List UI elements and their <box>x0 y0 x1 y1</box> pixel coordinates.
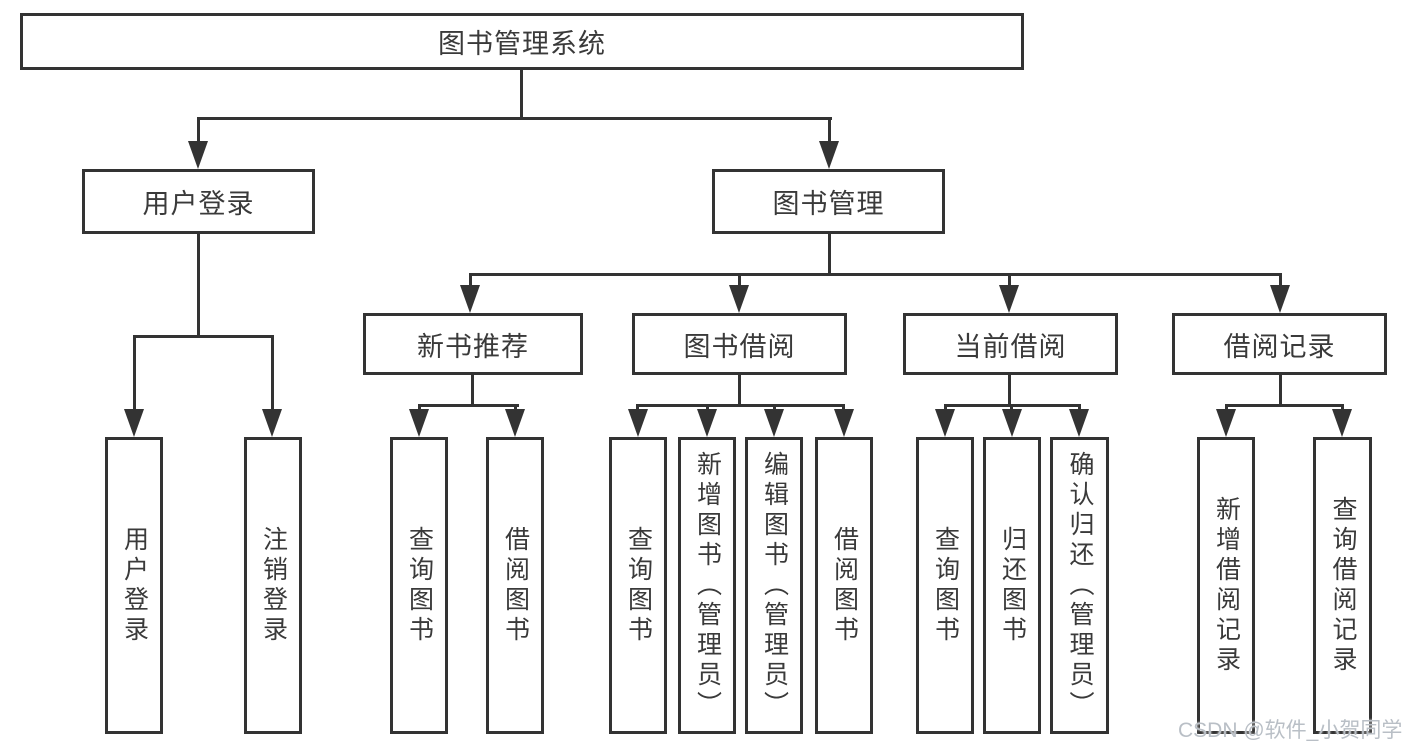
leaf-logout: 注销登录 <box>244 437 302 734</box>
connector-book-mgmt-branch <box>469 273 1282 276</box>
node-user-login: 用户登录 <box>82 169 315 234</box>
arrowhead-bb-edit <box>764 409 784 437</box>
arrowhead-br-query <box>1332 409 1352 437</box>
leaf-nbr-query-books-label: 查询图书 <box>405 525 434 646</box>
arrowhead-bb-borrow <box>834 409 854 437</box>
connector-drop-cb-query <box>944 404 947 413</box>
connector-drop-new-book-rec <box>469 273 472 288</box>
leaf-cb-confirm-return-label: 确认归还（管理员） <box>1066 450 1094 721</box>
connector-new-book-rec-branch <box>418 404 519 407</box>
leaf-cb-query-books-label: 查询图书 <box>931 525 960 646</box>
arrowhead-logout-leaf <box>262 409 282 437</box>
node-book-mgmt-label: 图书管理 <box>772 189 885 219</box>
connector-drop-borrow-records <box>1279 273 1282 288</box>
arrowhead-cb-return <box>1002 409 1022 437</box>
arrowhead-new-book-rec <box>460 285 480 313</box>
leaf-logout-label: 注销登录 <box>259 525 288 646</box>
leaf-bb-query-books-label: 查询图书 <box>624 525 653 646</box>
connector-book-borrow-stem <box>738 375 741 406</box>
connector-drop-nbr-borrow <box>514 404 517 413</box>
connector-book-mgmt-stem <box>828 233 831 275</box>
connector-drop-book-mgmt <box>828 117 831 144</box>
node-user-login-label: 用户登录 <box>142 189 255 219</box>
connector-drop-login-leaf <box>133 335 136 411</box>
node-root-system-label: 图书管理系统 <box>438 29 606 59</box>
connector-borrow-records-stem <box>1279 375 1282 406</box>
connector-drop-book-borrow <box>738 273 741 288</box>
node-root-system: 图书管理系统 <box>20 13 1024 70</box>
leaf-bb-borrow-books: 借阅图书 <box>815 437 873 734</box>
connector-borrow-records-branch <box>1225 404 1344 407</box>
connector-book-borrow-branch <box>636 404 845 407</box>
connector-root-branch <box>197 117 832 120</box>
arrowhead-bb-query <box>628 409 648 437</box>
arrowhead-book-borrow <box>729 285 749 313</box>
leaf-cb-return-books-label: 归还图书 <box>998 525 1027 646</box>
node-book-borrow-label: 图书借阅 <box>683 331 796 362</box>
leaf-nbr-borrow-books-label: 借阅图书 <box>501 525 530 646</box>
connector-drop-cb-confirm <box>1078 404 1081 413</box>
leaf-br-query-record-label: 查询借阅记录 <box>1329 495 1357 676</box>
connector-user-login-stem <box>197 233 200 335</box>
arrowhead-br-add <box>1216 409 1236 437</box>
connector-current-borrow-stem <box>1008 375 1011 406</box>
node-new-book-rec: 新书推荐 <box>363 313 583 375</box>
connector-drop-bb-edit <box>773 404 776 413</box>
leaf-br-add-record: 新增借阅记录 <box>1197 437 1255 734</box>
arrowhead-cb-query <box>935 409 955 437</box>
leaf-cb-confirm-return: 确认归还（管理员） <box>1050 437 1109 734</box>
leaf-user-login: 用户登录 <box>105 437 163 734</box>
node-borrow-records: 借阅记录 <box>1172 313 1387 375</box>
connector-drop-logout-leaf <box>271 335 274 411</box>
csdn-watermark: CSDN @软件_小贺同学 <box>1178 719 1403 742</box>
arrowhead-cb-confirm <box>1069 409 1089 437</box>
leaf-bb-edit-books-label: 编辑图书（管理员） <box>760 450 789 721</box>
leaf-br-add-record-label: 新增借阅记录 <box>1212 495 1241 676</box>
connector-drop-bb-add <box>706 404 709 413</box>
leaf-bb-edit-books: 编辑图书（管理员） <box>745 437 803 734</box>
node-current-borrow: 当前借阅 <box>903 313 1118 375</box>
arrowhead-borrow-records <box>1270 285 1290 313</box>
leaf-cb-return-books: 归还图书 <box>983 437 1041 734</box>
leaf-bb-query-books: 查询图书 <box>609 437 667 734</box>
node-book-mgmt: 图书管理 <box>712 169 945 234</box>
connector-drop-cb-return <box>1010 404 1013 413</box>
leaf-br-query-record: 查询借阅记录 <box>1313 437 1372 734</box>
node-borrow-records-label: 借阅记录 <box>1223 331 1336 362</box>
node-new-book-rec-label: 新书推荐 <box>417 331 529 362</box>
arrowhead-bb-add <box>697 409 717 437</box>
connector-drop-user-login <box>197 117 200 144</box>
connector-drop-bb-borrow <box>842 404 845 413</box>
arrowhead-nbr-query <box>409 409 429 437</box>
connector-root-stem <box>520 69 523 119</box>
connector-drop-current-borrow <box>1008 273 1011 288</box>
connector-new-book-rec-stem <box>471 375 474 406</box>
leaf-bb-add-books-label: 新增图书（管理员） <box>693 450 722 721</box>
leaf-bb-add-books: 新增图书（管理员） <box>678 437 736 734</box>
arrowhead-login-leaf <box>124 409 144 437</box>
arrowhead-user-login <box>188 141 208 169</box>
connector-drop-bb-query <box>636 404 639 413</box>
leaf-bb-borrow-books-label: 借阅图书 <box>830 525 859 646</box>
leaf-user-login-label: 用户登录 <box>120 525 149 646</box>
node-book-borrow: 图书借阅 <box>632 313 847 375</box>
arrowhead-nbr-borrow <box>505 409 525 437</box>
arrowhead-current-borrow <box>999 285 1019 313</box>
leaf-nbr-borrow-books: 借阅图书 <box>486 437 544 734</box>
connector-drop-br-query <box>1341 404 1344 413</box>
connector-drop-br-add <box>1225 404 1228 413</box>
leaf-nbr-query-books: 查询图书 <box>390 437 448 734</box>
arrowhead-book-mgmt <box>819 141 839 169</box>
connector-drop-nbr-query <box>418 404 421 413</box>
connector-user-login-branch <box>133 335 274 338</box>
node-current-borrow-label: 当前借阅 <box>954 331 1067 362</box>
leaf-cb-query-books: 查询图书 <box>916 437 974 734</box>
